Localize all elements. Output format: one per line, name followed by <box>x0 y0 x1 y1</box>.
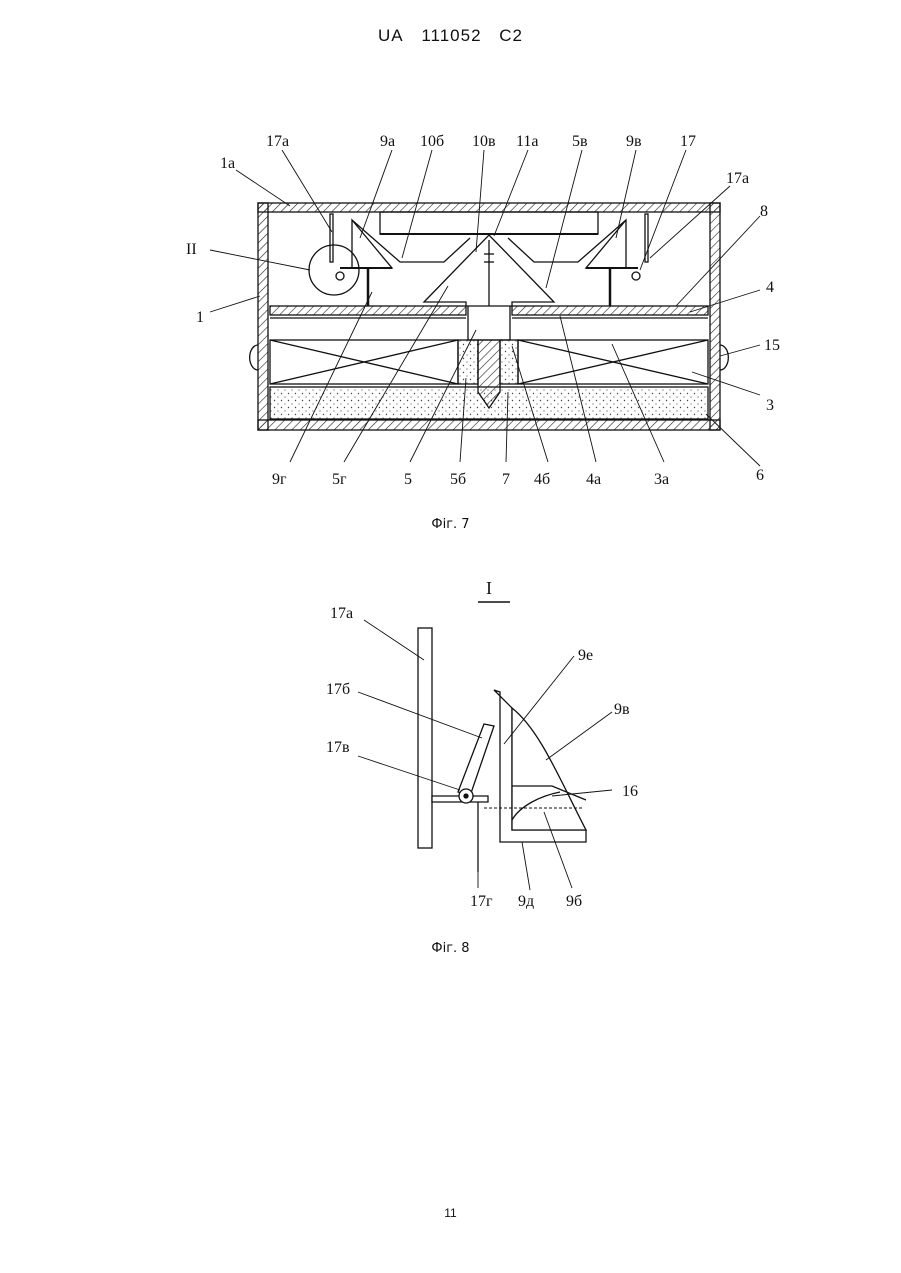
label-9e: 9е <box>578 647 593 664</box>
label-11a: 11а <box>516 133 539 150</box>
label-17: 17 <box>680 133 696 150</box>
label-9d: 9д <box>518 893 534 910</box>
label-17a: 17а <box>330 605 353 622</box>
figure-7-drawing <box>210 150 760 466</box>
label-17a-right: 17а <box>726 170 749 187</box>
label-9a: 9а <box>380 133 395 150</box>
housing-left-wall <box>258 203 268 430</box>
label-4: 4 <box>766 279 774 296</box>
plate-4-left <box>270 306 466 315</box>
plate-4-right <box>512 306 708 315</box>
label-9b: 9б <box>566 893 582 910</box>
post-17a <box>418 628 432 848</box>
housing-top-wall <box>258 203 720 212</box>
label-5b: 5б <box>450 471 466 488</box>
label-1a: 1а <box>220 155 235 172</box>
label-II: ІІ <box>186 241 197 258</box>
label-9v: 9в <box>626 133 642 150</box>
figure-8-caption: Фіг. 8 <box>0 941 901 956</box>
label-9g: 9г <box>272 471 287 488</box>
label-17a-left: 17а <box>266 133 289 150</box>
label-4a: 4а <box>586 471 601 488</box>
label-16: 16 <box>622 783 638 800</box>
figure-8-drawing <box>358 602 612 890</box>
label-17g: 17г <box>470 893 493 910</box>
label-6: 6 <box>756 467 764 484</box>
central-spike <box>478 340 500 408</box>
detail-circle-II <box>309 245 359 295</box>
label-5v: 5в <box>572 133 588 150</box>
label-3a: 3а <box>654 471 669 488</box>
label-17b: 17б <box>326 681 350 698</box>
label-17v: 17в <box>326 739 350 756</box>
label-1: 1 <box>196 309 204 326</box>
label-5: 5 <box>404 471 412 488</box>
label-8: 8 <box>760 203 768 220</box>
housing-right-wall <box>710 203 720 430</box>
section-label-I: І <box>486 578 492 598</box>
label-15: 15 <box>764 337 780 354</box>
figure-7-caption: Фіг. 7 <box>0 517 901 532</box>
label-4b: 4б <box>534 471 550 488</box>
label-10v: 10в <box>472 133 496 150</box>
label-5g: 5г <box>332 471 347 488</box>
page-number: 11 <box>0 1206 901 1220</box>
lever-17b <box>458 724 494 796</box>
part-9v <box>512 708 586 830</box>
label-10b: 10б <box>420 133 444 150</box>
housing-bottom-wall <box>258 420 720 430</box>
label-3: 3 <box>766 397 774 414</box>
label-7: 7 <box>502 471 510 488</box>
label-9v-fig8: 9в <box>614 701 630 718</box>
